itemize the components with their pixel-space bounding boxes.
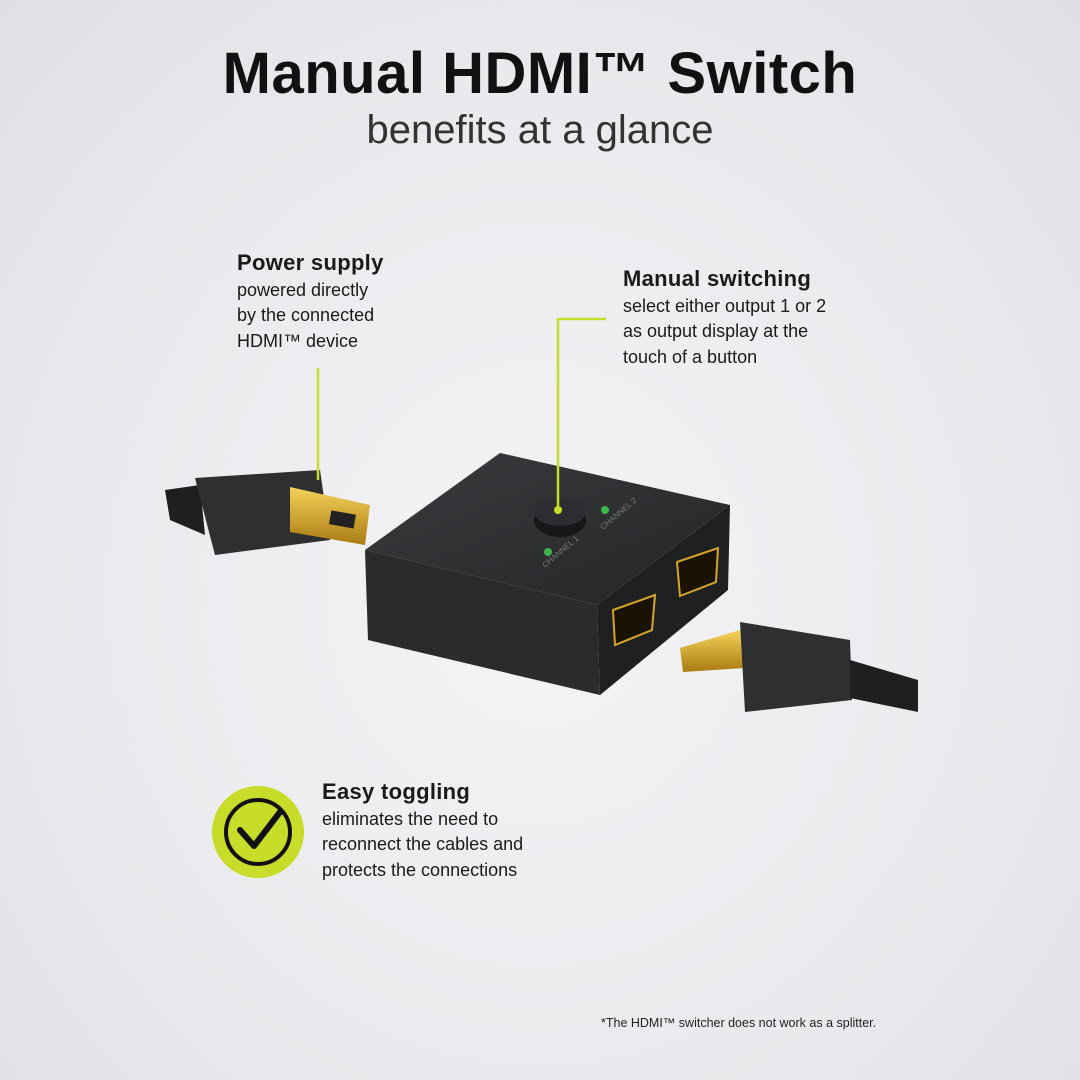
hdmi-cable-right — [680, 622, 918, 712]
callout-power-supply: Power supply powered directly by the con… — [237, 250, 384, 354]
callout-title: Manual switching — [623, 266, 812, 291]
check-circle-icon — [212, 786, 304, 878]
callout-title: Power supply — [237, 250, 384, 275]
page-title: Manual HDMI™ Switch — [222, 41, 858, 106]
callout-title: Easy toggling — [322, 779, 471, 804]
callout-manual-switching: Manual switching select either output 1 … — [623, 266, 826, 370]
page-subtitle: benefits at a glance — [366, 108, 714, 152]
callout-text: select either output 1 or 2 as output di… — [623, 295, 827, 367]
led-channel-2 — [601, 506, 609, 514]
hdmi-cable-left — [165, 470, 370, 555]
footnote: *The HDMI™ switcher does not work as a s… — [601, 1016, 877, 1030]
led-channel-1 — [544, 548, 552, 556]
callout-text: eliminates the need to reconnect the cab… — [322, 808, 524, 880]
hdmi-switch-device: CHANNEL 1 CHANNEL 2 — [365, 453, 730, 695]
callout-text: powered directly by the connected HDMI™ … — [237, 279, 375, 351]
callout-easy-toggling: Easy toggling eliminates the need to rec… — [322, 779, 523, 883]
hdmi-port-2 — [675, 546, 720, 598]
leader-line-switching — [556, 317, 606, 508]
hdmi-port-1 — [611, 593, 657, 647]
